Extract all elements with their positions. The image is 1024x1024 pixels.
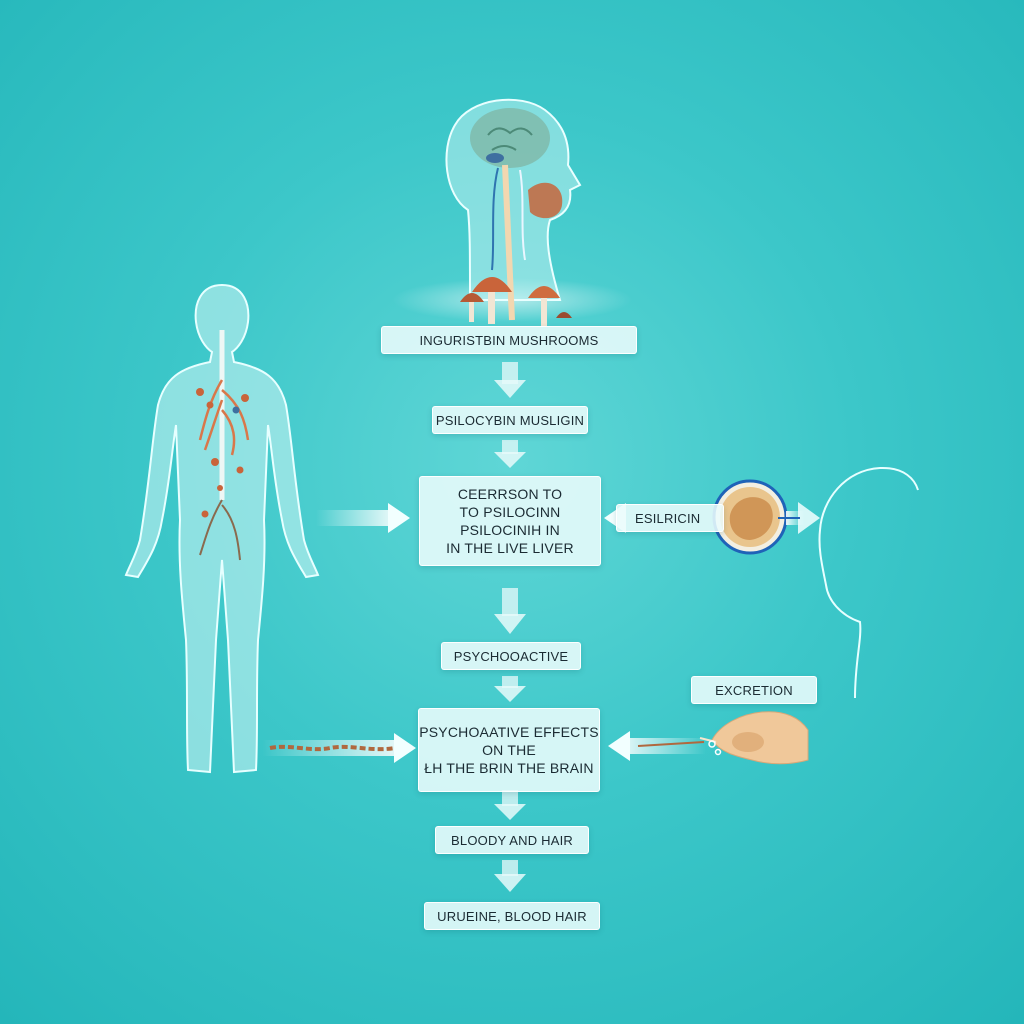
urine-text: URUEINE, BLOOD HAIR <box>437 908 587 924</box>
arrow-cell-to-head <box>778 502 820 534</box>
urine-blood-hair-label: URUEINE, BLOOD HAIR <box>424 902 600 930</box>
arrow-body-to-conversion <box>316 503 410 533</box>
head-profile-icon <box>392 98 632 322</box>
arrow-psilocybin-to-conversion <box>494 440 526 468</box>
hand-icon <box>699 711 809 765</box>
effects-line-2: ON THE <box>482 742 536 758</box>
conversion-line-1: CEERRSON TO <box>457 486 563 502</box>
psilocybin-label: PSILOCYBIN MUSLIGIN <box>432 406 588 434</box>
arrow-blood-to-urine <box>494 860 526 892</box>
psychoactive-text: PSYCHOOACTIVE <box>453 648 569 664</box>
ingesting-mushrooms-label: INGURISTBIN MUSHROOMS <box>381 326 637 354</box>
psychoactive-label: PSYCHOOACTIVE <box>441 642 581 670</box>
conversion-line-3: PSILOCINIH IN <box>460 522 560 538</box>
arrow-ingest-to-psilocybin <box>494 362 526 398</box>
psilocybin-text: PSILOCYBIN MUSLIGIN <box>435 412 585 428</box>
conversion-in-liver-box: CEERRSON TO TO PSILOCINN PSILOCINIH IN I… <box>419 476 601 566</box>
esilricin-label: ESILRICIN <box>616 504 724 532</box>
ingesting-text: INGURISTBIN MUSHROOMS <box>419 332 599 348</box>
liver-cell-icon <box>712 479 788 555</box>
effects-line-1: PSYCHOAATIVE EFFECTS <box>419 724 599 740</box>
conversion-line-2: TO PSILOCINN <box>459 504 561 520</box>
esilricin-text: ESILRICIN <box>635 510 701 526</box>
arrow-effects-to-blood <box>494 790 526 820</box>
arrow-hand-to-effects <box>608 731 706 761</box>
psychoactive-effects-box: PSYCHOAATIVE EFFECTS ON THE ŁH THE BRIN … <box>418 708 600 792</box>
body-silhouette-icon <box>124 283 320 774</box>
excretion-label: EXCRETION <box>691 676 817 704</box>
arrow-psychoactive-to-effects <box>494 676 526 702</box>
arrow-body-to-effects <box>262 733 416 763</box>
head-outline-icon <box>818 466 919 699</box>
blood-and-hair-label: BLOODY AND HAIR <box>435 826 589 854</box>
conversion-line-4: IN THE LIVE LIVER <box>446 540 574 556</box>
blood-hair-text: BLOODY AND HAIR <box>451 832 573 848</box>
arrow-conversion-to-psychoactive <box>494 588 526 634</box>
excretion-text: EXCRETION <box>715 682 793 698</box>
effects-line-3: ŁH THE BRIN THE BRAIN <box>424 760 594 776</box>
mushroom-icon <box>460 277 572 326</box>
